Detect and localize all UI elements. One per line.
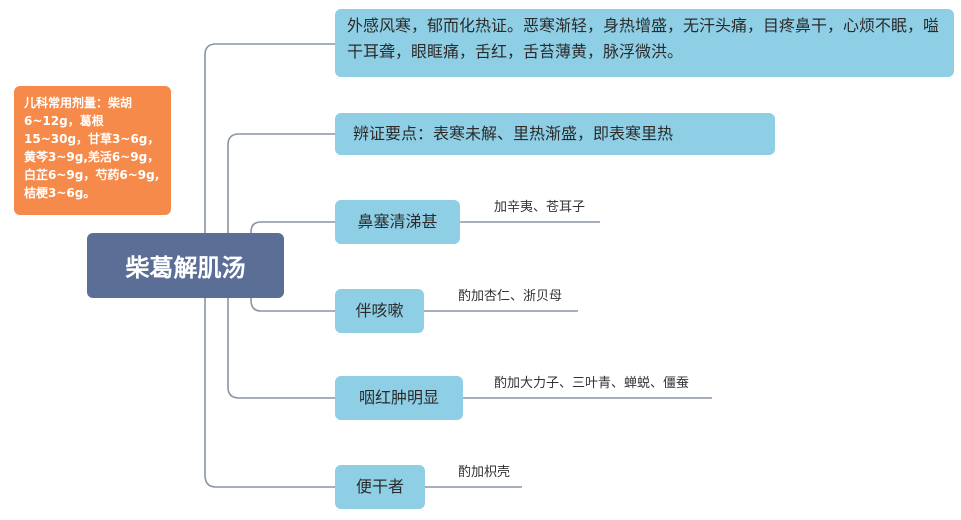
branch-nasal-congestion[interactable]: 鼻塞清涕甚 [335, 200, 460, 244]
branch-syndrome[interactable]: 外感风寒，郁而化热证。恶寒渐轻，身热增盛，无汗头痛，目疼鼻干，心烦不眠，嗌干耳聋… [335, 9, 954, 77]
leaf-constipation: 酌加枳壳 [458, 465, 511, 480]
branch-constipation[interactable]: 便干者 [335, 465, 425, 509]
dosage-note: 儿科常用剂量：柴胡6~12g，葛根15~30g，甘草3~6g，黄芩3~9g,羌活… [14, 86, 171, 215]
leaf-sore-throat: 酌加大力子、三叶青、蝉蜕、僵蚕 [494, 376, 690, 391]
branch-sore-throat[interactable]: 咽红肿明显 [335, 376, 463, 420]
leaf-cough: 酌加杏仁、浙贝母 [458, 289, 563, 304]
leaf-nasal-congestion: 加辛夷、苍耳子 [494, 200, 586, 215]
branch-key-point[interactable]: 辨证要点：表寒未解、里热渐盛，即表寒里热 [335, 113, 775, 155]
branch-cough[interactable]: 伴咳嗽 [335, 289, 424, 333]
central-topic[interactable]: 柴葛解肌汤 [87, 233, 284, 298]
